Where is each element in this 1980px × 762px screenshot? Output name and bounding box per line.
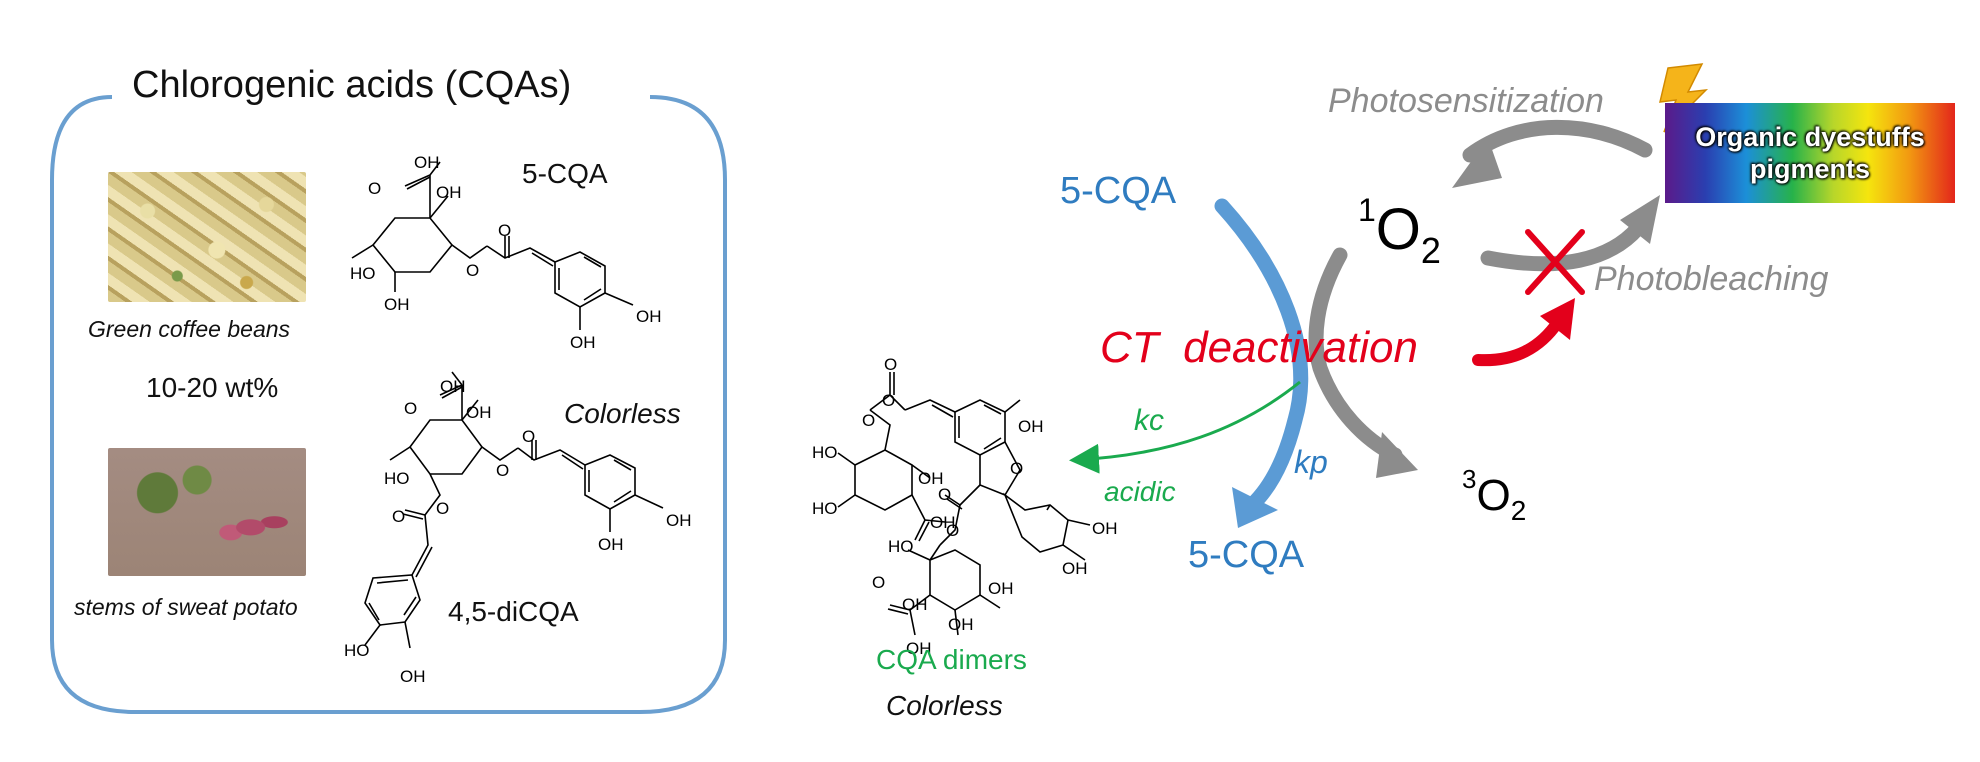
cqa-dimer-structure	[837, 372, 1091, 636]
acidic-label: acidic	[1104, 476, 1176, 507]
kp-label: kp	[1294, 444, 1328, 480]
atom-ho: HO	[888, 537, 914, 556]
kc-label: kc	[1134, 404, 1164, 437]
atom-oh: OH	[666, 511, 692, 530]
mol2-name: 4,5-diCQA	[448, 596, 579, 627]
atom-oh: OH	[436, 183, 462, 202]
atom-oh: OH	[918, 469, 944, 488]
colorless-label: Colorless	[564, 398, 681, 429]
coffee-caption: Green coffee beans	[88, 316, 291, 342]
4-5-dicqa-structure	[364, 371, 664, 649]
atom-oh: OH	[414, 153, 440, 172]
singlet-oxygen-superscript: 1	[1358, 192, 1376, 228]
atom-ho: HO	[350, 264, 376, 283]
product-label: 5-CQA	[1188, 534, 1305, 576]
oxygen-symbol: O	[1476, 471, 1511, 520]
atom-o: O	[938, 485, 952, 504]
atom-oh: OH	[384, 295, 410, 314]
atom-oh: OH	[1018, 417, 1044, 436]
5-cqa-structure	[351, 161, 634, 330]
atom-oh: OH	[1092, 519, 1118, 538]
atom-o: O	[862, 411, 876, 430]
atom-oh: OH	[598, 535, 624, 554]
cross-mark-icon	[1525, 229, 1585, 295]
mol1-name: 5-CQA	[522, 158, 608, 189]
photobleaching-arrow	[1480, 220, 1646, 272]
atom-o: O	[466, 261, 480, 280]
atom-ho: HO	[344, 641, 370, 660]
ct-deactivation-label: CT deactivation	[1100, 326, 1418, 370]
panel-title: Chlorogenic acids (CQAs)	[120, 66, 584, 104]
atom-oh: OH	[636, 307, 662, 326]
dimers-label: CQA dimers	[876, 644, 1027, 675]
left-panel-frame	[50, 95, 727, 714]
atom-o: O	[496, 461, 510, 480]
photosensitization-arrowhead	[1452, 138, 1502, 188]
ct-label: CT	[1100, 323, 1159, 372]
atom-o: O	[882, 391, 896, 410]
atom-oh: OH	[440, 377, 466, 396]
oxygen-subscript: 2	[1510, 495, 1527, 526]
atom-o: O	[946, 521, 960, 540]
atom-oh: OH	[930, 513, 956, 532]
atom-o: O	[1010, 459, 1024, 478]
atom-ho: HO	[812, 499, 838, 518]
atom-oh: OH	[400, 667, 426, 686]
oxygen-subscript: 2	[1420, 230, 1441, 271]
singlet-oxygen-arc	[1308, 247, 1403, 463]
atom-o: O	[392, 507, 406, 526]
sweet-potato-photo	[108, 448, 306, 576]
kp-arrowhead	[1232, 487, 1278, 528]
triplet-oxygen-label: 3O2	[1462, 466, 1526, 525]
organic-dyestuffs-box: Organic dyestuffs pigments	[1665, 103, 1955, 203]
singlet-oxygen-label: 1O2	[1358, 194, 1441, 269]
potato-caption: stems of sweat potato	[74, 594, 298, 620]
green-coffee-beans-photo	[108, 172, 306, 302]
ct-red-arrow	[1472, 316, 1564, 367]
triplet-arrowhead	[1376, 432, 1418, 478]
organic-dyestuffs-label: Organic dyestuffs pigments	[1695, 121, 1925, 184]
atom-oh: OH	[1062, 559, 1088, 578]
oxygen-symbol: O	[1375, 197, 1421, 262]
atom-o: O	[368, 179, 382, 198]
atom-ho: HO	[812, 443, 838, 462]
dimers-colorless-label: Colorless	[886, 690, 1003, 721]
atom-o: O	[404, 399, 418, 418]
kp-arrow	[1214, 198, 1309, 513]
atom-oh: OH	[948, 615, 974, 634]
photobleaching-arrowhead	[1620, 195, 1660, 244]
atom-oh: OH	[570, 333, 596, 352]
atom-ho: HO	[384, 469, 410, 488]
photobleaching-label: Photobleaching	[1594, 260, 1829, 298]
content-label: 10-20 wt%	[146, 372, 279, 403]
photosensitization-arrow	[1462, 119, 1653, 163]
atom-o: O	[436, 499, 450, 518]
atom-oh: OH	[906, 639, 932, 658]
deactivation-label: deactivation	[1183, 323, 1418, 372]
atom-oh: OH	[988, 579, 1014, 598]
ct-red-arrowhead	[1540, 298, 1575, 340]
photosensitization-label: Photosensitization	[1328, 82, 1604, 120]
atom-oh: OH	[902, 595, 928, 614]
atom-o: O	[884, 355, 898, 374]
kc-arrow	[1069, 380, 1301, 474]
triplet-oxygen-superscript: 3	[1462, 464, 1477, 494]
atom-o: O	[872, 573, 886, 592]
atom-oh: OH	[466, 403, 492, 422]
atom-o: O	[522, 427, 536, 446]
reactant-label: 5-CQA	[1060, 170, 1177, 212]
atom-o: O	[498, 221, 512, 240]
